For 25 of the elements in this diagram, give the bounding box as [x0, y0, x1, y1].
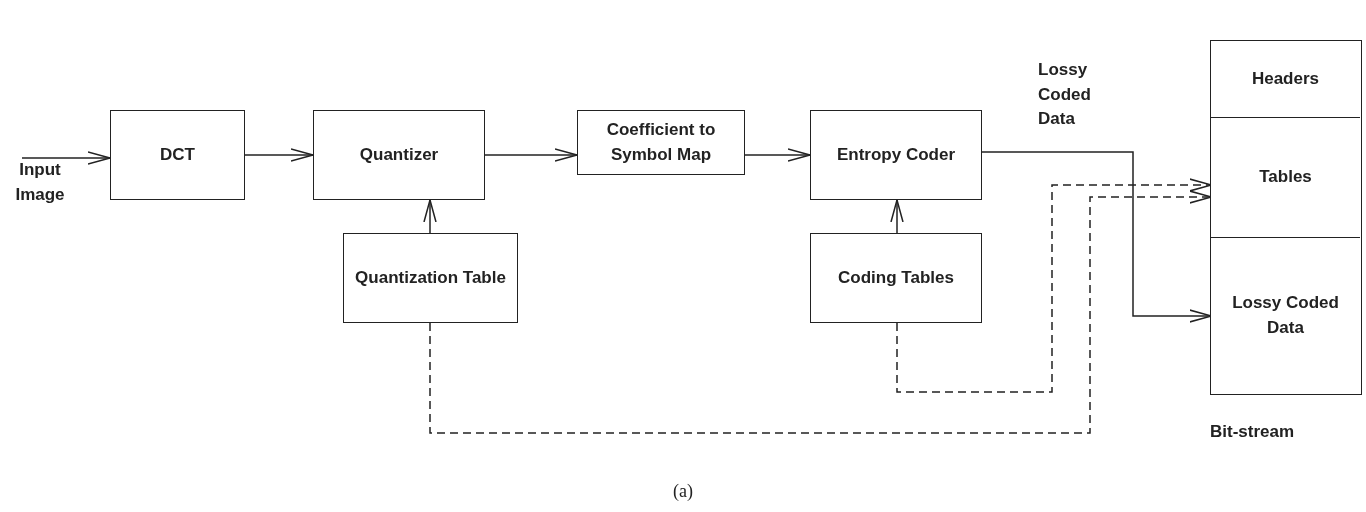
arrow [484, 148, 578, 162]
process-box [577, 110, 745, 175]
process-box [810, 233, 982, 323]
node-label: Headers [1250, 67, 1321, 90]
arrow [244, 148, 314, 162]
node-label: Quantizer [358, 143, 440, 166]
node-caption: Bit-stream [1210, 421, 1295, 443]
process-box [810, 110, 982, 200]
process-box [343, 233, 518, 323]
node-label: Quantization Table [354, 266, 507, 289]
caption: (a) [672, 481, 694, 502]
node-label: Tables [1258, 166, 1313, 189]
process-box [313, 110, 485, 200]
node-label: Coefficient to Symbol Map [605, 118, 717, 166]
arrow [744, 148, 811, 162]
bitstream-box [1210, 40, 1362, 395]
process-box [110, 110, 245, 200]
node-label: Lossy Coded Data [1231, 291, 1340, 339]
arrow [21, 151, 111, 165]
node-label: Coding Tables [837, 266, 955, 289]
node-label: Entropy Coder [835, 143, 957, 166]
node-label: DCT [159, 143, 196, 166]
arrow [423, 199, 437, 234]
node-label: Input Image [14, 159, 66, 206]
arrow [890, 199, 904, 234]
